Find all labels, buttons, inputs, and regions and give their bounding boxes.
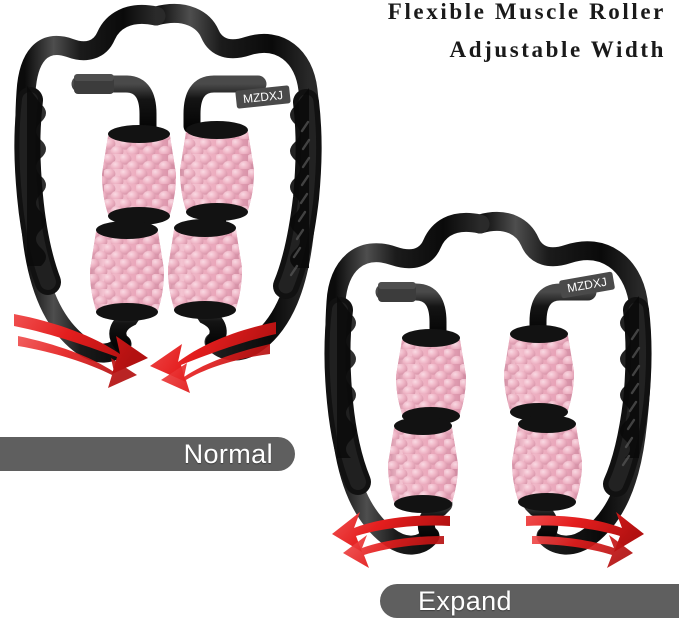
- roller-bottom-right-expand: [512, 415, 582, 511]
- roller-top-right-expand: [504, 325, 574, 421]
- roller-top-left-expand: [396, 329, 466, 425]
- motion-arrows-expand: [332, 512, 644, 568]
- arrow-right-outward: [526, 512, 644, 568]
- roller-top-right: [180, 121, 254, 221]
- roller-bottom-left: [90, 221, 164, 321]
- left-grip-waves: [27, 86, 46, 266]
- roller-bottom-left-expand: [388, 417, 458, 513]
- massage-rollers-normal: [90, 121, 254, 321]
- left-grip-waves-expand: [337, 296, 356, 458]
- massage-rollers-expand: [388, 325, 582, 513]
- right-grip-ticks: [289, 120, 311, 277]
- motion-arrows-normal: [14, 314, 276, 393]
- state-label-normal-text: Normal: [183, 438, 273, 469]
- right-grip-ticks-expand: [621, 328, 641, 467]
- state-label-expand-text: Expand: [418, 585, 512, 616]
- roller-frame-expand: MZDXJ: [324, 211, 652, 555]
- brand-badge-expand: MZDXJ: [559, 271, 615, 299]
- roller-top-left: [102, 125, 176, 225]
- arrow-left-outward: [332, 512, 450, 568]
- brand-badge-text-normal: MZDXJ: [242, 88, 283, 106]
- product-illustration-expand: MZDXJ: [324, 211, 677, 584]
- state-label-expand: Expand: [380, 584, 679, 618]
- brand-badge-normal: MZDXJ: [235, 85, 291, 109]
- roller-bottom-right: [168, 219, 242, 319]
- product-illustration-normal: MZDXJ: [8, 3, 338, 394]
- right-grip-waves: [290, 88, 309, 268]
- arrow-right-inward: [150, 322, 276, 393]
- headline-line-1: Flexible Muscle Roller: [387, 0, 666, 24]
- headline-line-2: Adjustable Width: [449, 37, 666, 62]
- headline-block: Flexible Muscle Roller Adjustable Width: [388, 0, 666, 62]
- arrow-left-inward: [14, 314, 148, 388]
- state-label-normal: Normal: [0, 437, 295, 471]
- brand-badge-text-expand: MZDXJ: [566, 275, 608, 296]
